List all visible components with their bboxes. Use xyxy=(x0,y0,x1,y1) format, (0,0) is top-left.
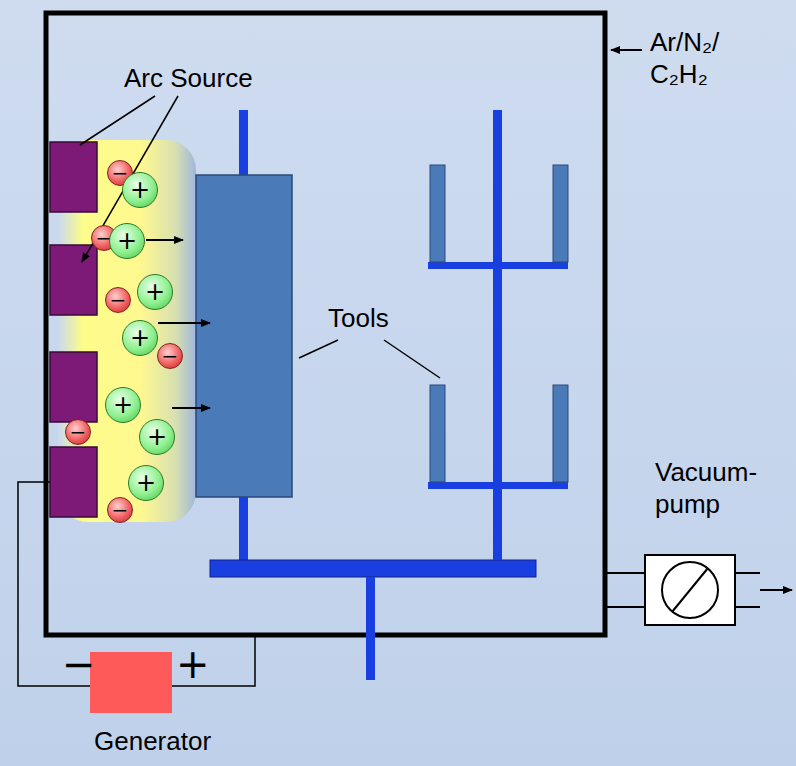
ion-sign: + xyxy=(113,393,133,417)
leader-lines xyxy=(80,96,440,378)
terminal-sign: − xyxy=(62,644,96,684)
ion-sign: − xyxy=(112,500,129,520)
ion-arrows xyxy=(146,240,210,408)
positive-ion: + xyxy=(122,320,158,356)
positive-ion: + xyxy=(137,274,173,310)
ion-sign: − xyxy=(110,290,127,310)
positive-ion: + xyxy=(122,172,158,208)
electron: − xyxy=(105,287,131,313)
table-shaft xyxy=(366,577,375,680)
positive-ion: + xyxy=(128,465,164,501)
ion-sign: + xyxy=(117,229,137,253)
vacuum-pump-label: Vacuum-pump xyxy=(655,456,787,520)
positive-ion: + xyxy=(139,419,175,455)
electron: − xyxy=(107,497,133,523)
terminal-sign: + xyxy=(176,644,210,684)
positive-ion: + xyxy=(109,223,145,259)
rotating-table xyxy=(210,560,536,577)
tool-fork-holder xyxy=(428,110,568,560)
ion-sign: + xyxy=(130,326,150,350)
ion-sign: + xyxy=(130,178,150,202)
vacuum-pump-symbol xyxy=(605,555,792,625)
gas-label: Ar/N₂/ C₂H₂ xyxy=(650,26,762,90)
positive-ion: + xyxy=(105,387,141,423)
arc-source-targets xyxy=(50,142,97,517)
ion-sign: + xyxy=(147,425,167,449)
ion-sign: − xyxy=(162,346,179,366)
electron: − xyxy=(157,343,183,369)
ion-sign: + xyxy=(145,280,165,304)
generator-label: Generator xyxy=(94,728,211,754)
electron: − xyxy=(65,419,91,445)
vacuum-chamber xyxy=(46,13,605,635)
ion-sign: − xyxy=(70,422,87,442)
generator-box xyxy=(90,652,172,713)
gas-inlet-arrow xyxy=(611,49,642,51)
tools-label: Tools xyxy=(328,302,389,334)
ion-sign: + xyxy=(136,471,156,495)
tool-cylinder xyxy=(196,175,292,497)
arc-source-label: Arc Source xyxy=(124,62,253,94)
generator: − + Generator xyxy=(56,640,226,764)
